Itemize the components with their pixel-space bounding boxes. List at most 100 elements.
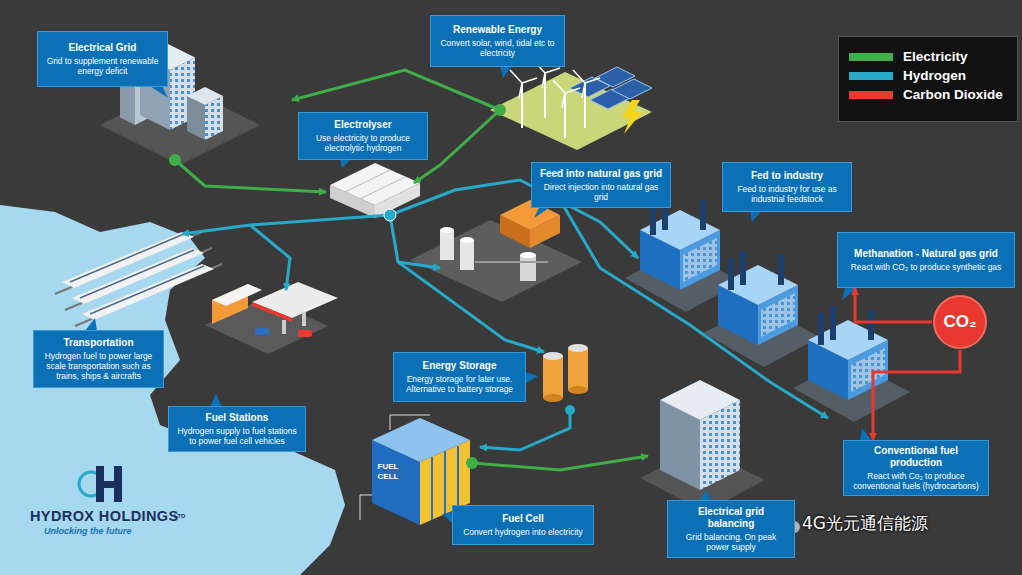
callout-body: Energy storage for later use. Alternativ… <box>400 374 519 394</box>
co2-circle: CO₂ <box>932 294 988 350</box>
callout-heading: Fed to industry <box>751 170 823 182</box>
callout-pointer <box>150 86 168 98</box>
logo-name: HYDROX HOLDINGS <box>30 508 180 524</box>
callout-heading: Feed into natural gas grid <box>540 168 662 180</box>
factory <box>793 306 910 422</box>
car <box>255 328 269 335</box>
callout-pointer <box>500 66 512 78</box>
legend-box: ElectricityHydrogenCarbon Dioxide <box>838 36 1018 122</box>
legend-text: Carbon Dioxide <box>903 87 1003 102</box>
electricity-flow <box>175 160 326 192</box>
flow-node <box>565 405 575 415</box>
sea <box>0 205 345 575</box>
callout-heading: Methanation - Natural gas grid <box>854 248 998 260</box>
storage-tank-base <box>568 386 588 394</box>
flow-node <box>494 104 506 116</box>
logo-tagline: Unlocking the future <box>44 526 174 536</box>
wind-turbine <box>553 80 580 138</box>
part-label: FUEL CELL <box>376 462 400 482</box>
storage-tank-base <box>543 394 563 402</box>
callout-body: Hydrogen fuel to power large scale trans… <box>40 351 157 381</box>
callout-box: ElectrolyserUse electricity to produce e… <box>298 112 428 160</box>
callout-heading: CO₂ <box>943 312 976 332</box>
electricity-flow <box>472 456 648 470</box>
callout-heading: Conventional fuel production <box>850 445 982 469</box>
callout-box: Methanation - Natural gas gridReact with… <box>837 232 1015 288</box>
legend-swatch <box>849 53 893 61</box>
callout-heading: Transportation <box>63 337 133 349</box>
station-canopy <box>252 282 338 318</box>
legend-row: Electricity <box>849 47 1007 66</box>
legend-row: Carbon Dioxide <box>849 85 1007 104</box>
storage-tank <box>543 356 563 398</box>
callout-heading: Electrical grid balancing <box>674 506 788 530</box>
callout-heading: Fuel Stations <box>206 412 269 424</box>
wind-turbine <box>510 70 537 128</box>
wire <box>360 495 372 520</box>
pipe <box>475 261 548 263</box>
storage-tank-top <box>543 352 563 360</box>
train <box>75 264 222 326</box>
hydrogen-flow <box>480 410 570 450</box>
factory <box>703 251 820 367</box>
callout-box: Energy StorageEnergy storage for later u… <box>393 352 526 402</box>
storage-tank-top <box>568 344 588 352</box>
car <box>298 330 312 337</box>
callout-box: TransportationHydrogen fuel to power lar… <box>33 330 164 388</box>
solar-panel <box>612 79 652 99</box>
lightning-bolt <box>622 100 642 134</box>
building-roof <box>660 380 740 420</box>
callout-heading: Electrolyser <box>334 119 391 131</box>
wind-turbine <box>573 70 600 128</box>
legend-swatch <box>849 72 893 80</box>
hydrogen-flow <box>182 215 390 234</box>
legend-text: Hydrogen <box>903 68 966 83</box>
callout-box: Fed to industryFeed to industry for use … <box>722 162 852 212</box>
callout-box: Renewable EnergyConvert solar, wind, tid… <box>430 15 565 67</box>
callout-box: Fuel CellConvert hydrogen into electrici… <box>452 505 594 545</box>
pump <box>302 312 306 326</box>
hydrogen-flow <box>398 262 440 268</box>
cell-plate <box>457 446 459 509</box>
callout-heading: Renewable Energy <box>453 24 542 36</box>
pump <box>282 320 286 334</box>
callout-body: Convert solar, wind, tidal etc to electr… <box>437 38 558 58</box>
callout-body: Grid to supplement renewable energy defi… <box>44 56 161 76</box>
building-roof <box>187 87 223 105</box>
callout-box: Fuel StationsHydrogen supply to fuel sta… <box>168 406 306 452</box>
callout-body: Feed to industry for use as industrial f… <box>729 184 845 204</box>
fuel-cell-top <box>372 418 470 462</box>
gas-tank <box>520 255 536 281</box>
legend-swatch <box>849 91 893 99</box>
hydrogen-flow <box>250 225 290 290</box>
callout-box: Feed into natural gas gridDirect injecti… <box>531 162 671 208</box>
electrolyser-top <box>330 163 420 205</box>
callout-heading: Fuel Cell <box>502 513 544 525</box>
callout-body: Hydrogen supply to fuel stations to powe… <box>175 426 299 446</box>
callout-body: React with Co₂ to produce conventional f… <box>850 471 982 491</box>
callout-body: React with CO₂ to produce synthetic gas <box>851 262 1001 272</box>
cell-plate <box>444 451 446 514</box>
gas-tank-top <box>520 252 536 258</box>
tank-seam <box>345 170 390 192</box>
flow-node <box>466 457 478 469</box>
flow-node <box>384 209 396 221</box>
callout-body: Grid balancing. On peak power supply <box>674 532 788 552</box>
gas-tank <box>440 230 454 260</box>
callout-body: Use electricity to produce electrolytic … <box>305 133 421 153</box>
legend-row: Hydrogen <box>849 66 1007 85</box>
circle-fill <box>934 296 986 348</box>
callout-pointer <box>525 372 538 384</box>
callout-body: Convert hydrogen into electricity <box>463 527 583 537</box>
hydrogen-flow <box>560 200 828 418</box>
gas-tank-top <box>440 227 454 233</box>
electricity-flow <box>292 70 500 110</box>
flow-node <box>169 154 181 166</box>
cell-plate <box>431 457 433 520</box>
co2-flow-arrow <box>873 350 960 440</box>
hydrogen-flow <box>390 215 544 352</box>
co2-flow-arrow <box>855 288 932 322</box>
legend-text: Electricity <box>903 49 968 64</box>
